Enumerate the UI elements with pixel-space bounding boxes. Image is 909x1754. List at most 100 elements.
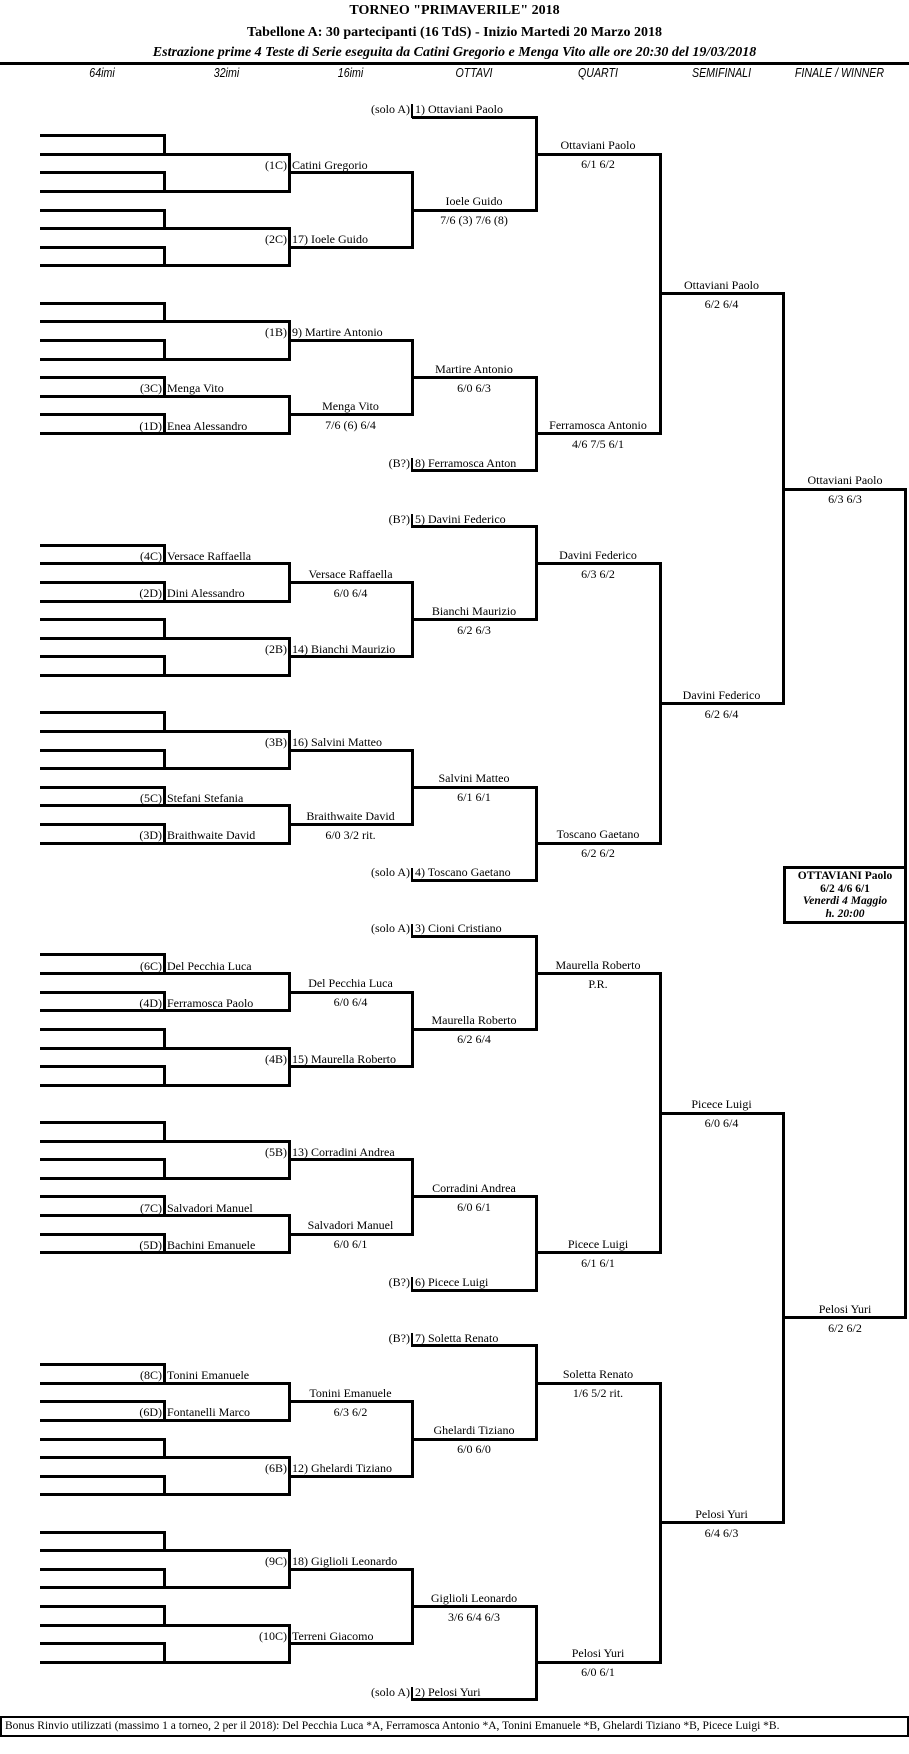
bracket-line xyxy=(40,1437,166,1441)
bracket-line xyxy=(40,413,166,417)
match-winner: Bianchi Maurizio xyxy=(431,603,517,618)
column-header-ottavi: OTTAVI xyxy=(455,66,493,80)
bracket-connector xyxy=(411,1277,413,1292)
bracket-line xyxy=(40,1474,166,1478)
bracket-connector xyxy=(162,245,166,268)
bracket-connector xyxy=(162,1437,166,1460)
player-name: 3) Cioni Cristiano xyxy=(415,921,502,936)
column-header-64imi: 64imi xyxy=(89,66,115,80)
bracket-line xyxy=(40,338,166,342)
seed-label: (6B) xyxy=(265,1461,287,1476)
bracket-connector xyxy=(162,208,166,231)
bracket-connector xyxy=(162,1120,166,1143)
player-name: Del Pecchia Luca xyxy=(167,958,252,973)
match-winner: Corradini Andrea xyxy=(432,1180,516,1195)
bracket-connector xyxy=(534,115,538,212)
seed-label: (1C) xyxy=(265,157,287,172)
player-name: 6) Picece Luigi xyxy=(415,1275,489,1290)
player-name: 5) Davini Federico xyxy=(415,511,506,526)
seed-label: (2B) xyxy=(265,641,287,656)
bracket-connector xyxy=(162,1605,166,1627)
seed-label: (4D) xyxy=(139,995,162,1010)
bracket-connector xyxy=(162,134,166,156)
match-winner: Tonini Emanuele xyxy=(309,1385,392,1400)
bracket-connector xyxy=(162,953,166,975)
match-score: 6/0 6/4 xyxy=(333,585,368,600)
player-name: Bachini Emanuele xyxy=(167,1237,256,1252)
match-score: 6/0 6/1 xyxy=(333,1237,368,1252)
bracket-connector xyxy=(162,1158,166,1180)
bracket-line xyxy=(40,953,166,957)
seed-label: (solo A) xyxy=(371,865,410,880)
bracket-connector xyxy=(162,655,166,678)
seed-label: (5C) xyxy=(140,790,162,805)
finalist-name: Pelosi Yuri xyxy=(818,1301,872,1316)
draw-note: Estrazione prime 4 Teste di Serie esegui… xyxy=(152,45,757,60)
bracket-line xyxy=(289,171,414,175)
bracket-connector xyxy=(411,513,413,529)
seed-label: (8C) xyxy=(140,1368,162,1383)
quarti-winner: Picece Luigi xyxy=(567,1236,629,1251)
player-name: 14) Bianchi Maurizio xyxy=(292,641,396,656)
quarti-winner: Pelosi Yuri xyxy=(571,1646,625,1661)
player-name: Catini Gregorio xyxy=(292,157,368,172)
seed-label: (B?) xyxy=(388,1330,410,1345)
bracket-connector xyxy=(162,581,166,603)
bracket-connector xyxy=(162,1195,166,1218)
bracket-line xyxy=(412,1698,538,1702)
bracket-line xyxy=(289,1158,414,1162)
bracket-line xyxy=(536,1251,662,1255)
bracket-line xyxy=(40,1065,166,1069)
player-name: Enea Alessandro xyxy=(167,418,248,433)
bracket-line xyxy=(289,1474,414,1478)
bracket-connector xyxy=(534,934,538,1031)
bracket-line xyxy=(40,655,166,659)
seed-label: (4B) xyxy=(265,1051,287,1066)
finalist-name: Ottaviani Paolo xyxy=(807,473,883,488)
semifinal-score: 6/2 6/4 xyxy=(704,296,739,311)
bracket-connector xyxy=(162,1400,166,1422)
player-name: 8) Ferramosca Anton xyxy=(415,455,517,470)
bracket-line xyxy=(660,702,785,706)
match-score: 6/2 6/3 xyxy=(457,622,491,637)
bracket-line xyxy=(40,1158,166,1162)
semifinal-winner: Davini Federico xyxy=(682,687,761,702)
column-header-finale: FINALE / WINNER xyxy=(794,66,885,80)
seed-label: (2C) xyxy=(265,232,287,247)
bracket-line xyxy=(40,581,166,584)
bracket-connector xyxy=(781,292,785,705)
bracket-line xyxy=(40,618,166,622)
match-score: 6/3 6/2 xyxy=(333,1404,368,1419)
bracket-line xyxy=(40,1195,166,1199)
bracket-connector xyxy=(162,748,166,771)
bracket-line xyxy=(412,525,538,529)
player-name: Fontanelli Marco xyxy=(167,1405,250,1420)
match-winner: Maurella Roberto xyxy=(431,1013,517,1028)
bracket-line xyxy=(40,1027,166,1031)
bracket-line xyxy=(660,1111,785,1115)
bracket-connector xyxy=(162,301,166,324)
bracket-connector xyxy=(534,1605,538,1702)
bracket-connector xyxy=(534,376,538,473)
seed-label: (9C) xyxy=(265,1554,287,1569)
match-winner: Salvadori Manuel xyxy=(307,1218,394,1233)
bracket-line xyxy=(412,785,538,789)
bracket-line xyxy=(289,1567,414,1571)
bracket-line xyxy=(40,823,166,827)
player-name: 4) Toscano Gaetano xyxy=(415,865,511,880)
bracket-line xyxy=(40,711,166,715)
player-name: Braithwaite David xyxy=(167,828,256,843)
bracket-connector xyxy=(534,525,538,622)
bracket-line xyxy=(536,1381,662,1385)
bracket-line xyxy=(40,134,166,138)
match-winner: Menga Vito xyxy=(322,398,379,413)
header-divider xyxy=(0,62,909,65)
bracket-line xyxy=(412,376,538,380)
bracket-line xyxy=(40,1363,166,1367)
match-winner: Del Pecchia Luca xyxy=(308,976,393,991)
quarti-score: 6/1 6/1 xyxy=(581,1255,615,1270)
bracket-line xyxy=(40,990,166,994)
bracket-connector xyxy=(411,923,413,938)
quarti-score: 6/2 6/2 xyxy=(581,846,615,861)
match-score: 7/6 (6) 6/4 xyxy=(325,417,376,432)
